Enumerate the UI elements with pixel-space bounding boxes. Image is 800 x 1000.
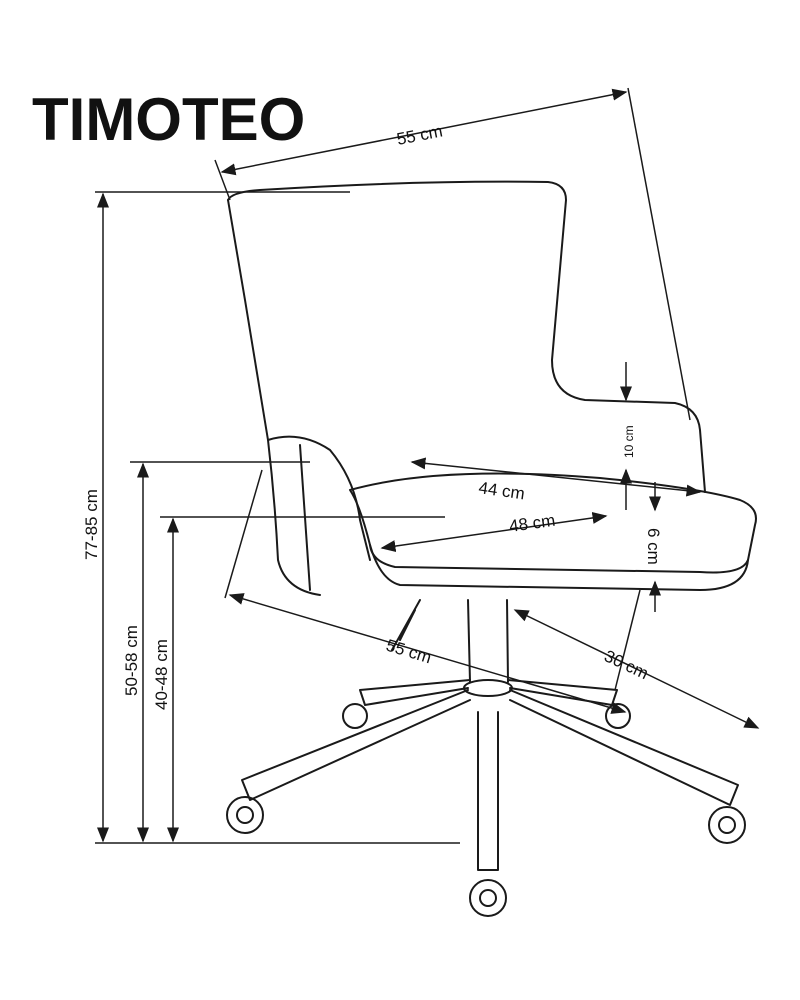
chair-base bbox=[241, 599, 739, 871]
armrest-height-label: 10 cm bbox=[622, 425, 636, 458]
armrest-floor-height-label: 50-58 cm bbox=[122, 625, 141, 696]
seat-thickness-label: 6 cm bbox=[644, 528, 663, 565]
overall-width-label: 55 cm bbox=[395, 121, 444, 148]
dimension-lines bbox=[95, 87, 760, 844]
chair-casters bbox=[226, 703, 746, 917]
product-title: TIMOTEO bbox=[32, 86, 305, 153]
seat-depth-label: 48 cm bbox=[508, 511, 556, 536]
base-radius-label: 30 cm bbox=[601, 646, 651, 683]
chair-backrest bbox=[227, 180, 706, 596]
total-height-label: 77-85 cm bbox=[82, 489, 101, 560]
base-diameter-label: 55 cm bbox=[384, 636, 434, 668]
seat-width-label: 44 cm bbox=[477, 478, 525, 503]
seat-height-label: 40-48 cm bbox=[152, 639, 171, 710]
